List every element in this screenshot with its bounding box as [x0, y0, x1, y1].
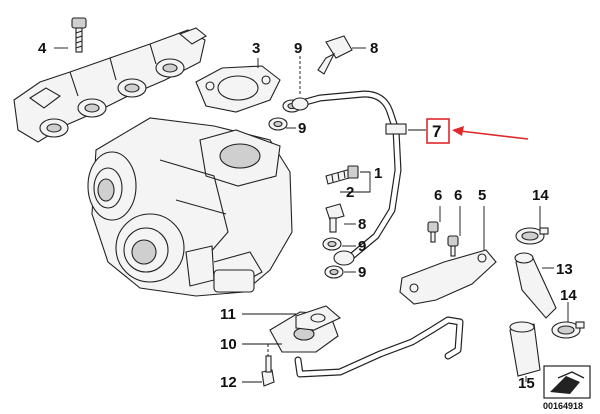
callout-1: 1: [374, 165, 382, 182]
highlight-box: [426, 118, 450, 144]
highlight-arrow-head: [452, 126, 464, 136]
oil-feed-line-part-7: [291, 90, 407, 266]
bolt-part-6-left: [427, 221, 439, 243]
callout-11: 11: [220, 306, 236, 323]
stud-part-2: [325, 165, 359, 185]
callout-10: 10: [220, 336, 237, 353]
callout-2: 2: [346, 184, 354, 201]
callout-8-lower: 8: [358, 216, 366, 233]
callout-3: 3: [252, 40, 260, 57]
reference-number: 00164918: [543, 401, 583, 411]
callout-9-second: 9: [298, 120, 306, 137]
turbocharger: [87, 117, 293, 297]
banjo-bolt-part-8-top: [317, 35, 353, 75]
callout-6-left: 6: [434, 187, 442, 204]
callout-9-third: 9: [358, 238, 366, 255]
oil-return-pipe-part-10: [269, 311, 464, 378]
hose-clamp-part-14-top: [515, 227, 549, 245]
banjo-bolt-part-8-lower: [325, 203, 345, 233]
callout-7: 7: [432, 122, 441, 141]
hose-clamp-part-14-bottom: [551, 321, 585, 339]
sleeve-part-15: [509, 321, 541, 377]
callout-8-top: 8: [370, 40, 378, 57]
exhaust-manifold: [13, 27, 207, 143]
callout-15: 15: [518, 375, 535, 392]
callout-13: 13: [556, 261, 573, 278]
reference-icon: [543, 365, 591, 399]
callout-9-fourth: 9: [358, 264, 366, 281]
washer-part-9-lower: [322, 237, 344, 279]
callout-4: 4: [38, 40, 47, 57]
callout-14-top: 14: [532, 187, 549, 204]
highlight-callout-7: 7: [426, 118, 529, 144]
callout-14-bottom: 14: [560, 287, 577, 304]
callout-9-top: 9: [294, 40, 302, 57]
bracket-part-5: [399, 249, 497, 305]
callout-6-right: 6: [454, 187, 462, 204]
gasket-part-11: [295, 305, 342, 331]
highlight-arrow-line: [459, 130, 529, 140]
hose-part-13: [514, 252, 557, 319]
bolt-part-4: [71, 17, 87, 53]
leader-lines: [54, 47, 569, 383]
callout-5: 5: [478, 187, 486, 204]
bolt-part-6-right: [447, 235, 459, 257]
callout-12: 12: [220, 374, 237, 391]
bolt-part-12: [261, 355, 275, 387]
gasket-part-3: [195, 65, 281, 113]
